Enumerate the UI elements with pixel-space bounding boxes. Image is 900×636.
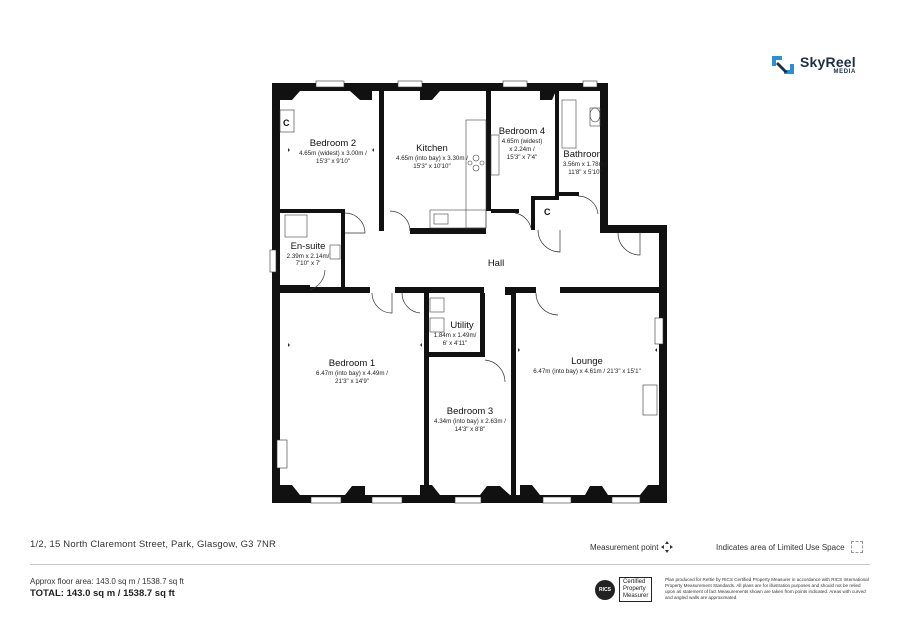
room-labels: Bedroom 2 4.65m (widest) x 3.00m / 15'3"… bbox=[287, 126, 641, 433]
kitchen-worktop bbox=[465, 119, 487, 229]
utility-dim2: 6' x 4'11" bbox=[443, 340, 467, 347]
bedroom4-dim2: x 2.24m / bbox=[509, 146, 535, 153]
fixtures bbox=[284, 99, 601, 333]
bathroom-dim1: 3.56m x 1.78m / bbox=[563, 161, 608, 168]
kitchen-worktop-bottom bbox=[429, 209, 487, 229]
cupboard-label-hall: C bbox=[544, 207, 551, 217]
lounge-dim1: 6.47m (into bay) x 4.61m / 21'3" x 15'1" bbox=[533, 368, 641, 375]
bedroom4-dim1: 4.65m (widest) bbox=[502, 138, 543, 145]
bathroom-toilet bbox=[589, 107, 601, 127]
bedroom3-dim1: 4.34m (into bay) x 2.63m / bbox=[434, 418, 506, 425]
ensuite-name: En-suite bbox=[291, 241, 326, 252]
ensuite-basin bbox=[329, 244, 341, 260]
kitchen-dim1: 4.65m (into bay) x 3.30m / bbox=[396, 155, 468, 162]
cupboards: C C bbox=[279, 109, 551, 217]
kitchen-sink bbox=[433, 213, 449, 225]
rics-logo-icon: RICS bbox=[595, 579, 615, 600]
total-floor-area: TOTAL: 143.0 sq m / 1538.7 sq ft bbox=[30, 588, 175, 599]
measurement-point-label: Measurement point bbox=[590, 542, 659, 552]
kitchen-name: Kitchen bbox=[416, 143, 448, 154]
brand-sub: MEDIA bbox=[833, 69, 856, 75]
utility-appliance bbox=[429, 317, 445, 333]
bedroom2-dim1: 4.65m (widest) x 3.00m / bbox=[299, 150, 367, 157]
limited-use-label: Indicates area of Limited Use Space bbox=[716, 542, 845, 552]
utility-sink bbox=[429, 297, 445, 313]
windows bbox=[269, 80, 664, 504]
brand-logo: SkyReel MEDIA bbox=[770, 54, 856, 76]
rics-text-3: Measurer bbox=[623, 593, 649, 599]
rics-circle-text: RICS bbox=[599, 586, 611, 593]
rics-text-1: Certified bbox=[623, 579, 646, 585]
rics-badge: RICS Certified Property Measurer bbox=[595, 577, 653, 602]
rics-text-2: Property bbox=[623, 586, 646, 592]
bedroom2-dim2: 15'3" x 9'10" bbox=[316, 158, 350, 165]
disclaimer-text: Plan produced for Rettie by RICS Certifi… bbox=[665, 577, 869, 600]
limited-use-legend: Indicates area of Limited Use Space bbox=[716, 541, 863, 553]
wall-right-upper bbox=[600, 83, 608, 233]
ensuite-dim2: 7'10" x 7' bbox=[296, 260, 321, 267]
lounge-name: Lounge bbox=[571, 356, 603, 367]
brand-name: SkyReel bbox=[800, 54, 856, 70]
cupboard-bedroom2 bbox=[279, 109, 295, 133]
bathroom-name: Bathroom bbox=[563, 149, 604, 160]
measurement-point-icon bbox=[661, 541, 674, 553]
cupboard-label-bedroom2: C bbox=[283, 118, 290, 128]
rics-certified-box: Certified Property Measurer bbox=[619, 577, 653, 602]
bay-chunks bbox=[280, 91, 659, 495]
measurement-point-legend: Measurement point bbox=[590, 541, 674, 553]
wall-left bbox=[272, 83, 280, 503]
doors bbox=[309, 195, 641, 383]
bedroom3-dim2: 14'3" x 8'8" bbox=[455, 426, 486, 433]
bedroom2-name: Bedroom 2 bbox=[310, 138, 356, 149]
footer-divider bbox=[30, 564, 870, 565]
ensuite-bath bbox=[284, 214, 308, 238]
hall-name: Hall bbox=[488, 258, 504, 269]
limited-use-swatch bbox=[850, 541, 863, 553]
internal-walls bbox=[280, 91, 659, 495]
wall-right-step bbox=[608, 225, 667, 233]
wall-right-lower bbox=[659, 225, 667, 503]
ensuite-dim1: 2.39m x 2.14m/ bbox=[287, 253, 330, 260]
kitchen-dim2: 15'3" x 10'10" bbox=[413, 163, 450, 170]
approx-floor-area: Approx floor area: 143.0 sq m / 1538.7 s… bbox=[30, 577, 184, 586]
bedroom4-name: Bedroom 4 bbox=[499, 126, 545, 137]
utility-dim1: 1.84m x 1.49m/ bbox=[434, 332, 477, 339]
skyreel-logo-icon bbox=[772, 56, 794, 74]
bedroom1-dim1: 6.47m (into bay) x 4.49m / bbox=[316, 370, 388, 377]
measurement-ticks bbox=[288, 148, 657, 352]
bedroom1-name: Bedroom 1 bbox=[329, 358, 375, 369]
property-address: 1/2, 15 North Claremont Street, Park, Gl… bbox=[30, 539, 277, 550]
wall-top bbox=[272, 83, 600, 91]
bedroom4-dim3: 15'3" x 7'4" bbox=[507, 154, 538, 161]
utility-name: Utility bbox=[450, 320, 473, 331]
bathroom-dim2: 11'8" x 5'10" bbox=[568, 169, 601, 176]
bedroom3-name: Bedroom 3 bbox=[447, 406, 493, 417]
bathroom-bath bbox=[561, 99, 577, 149]
bedroom1-dim2: 21'3" x 14'9" bbox=[335, 378, 369, 385]
